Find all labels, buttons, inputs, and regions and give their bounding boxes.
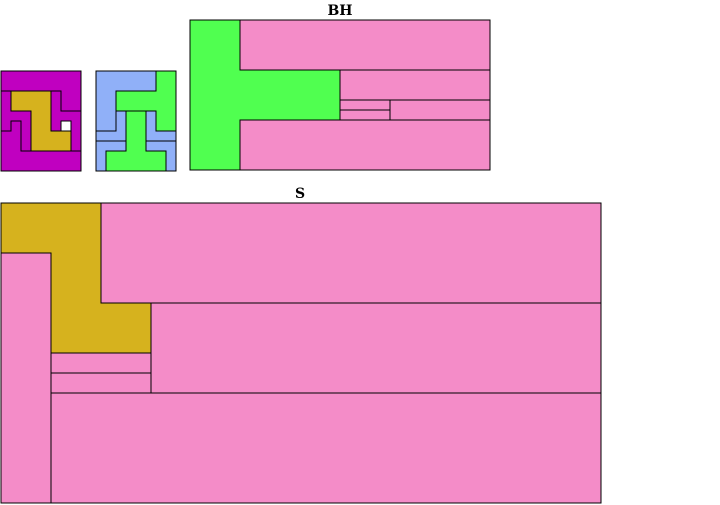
pink-rect: [339, 109, 391, 121]
pink-rect: [50, 392, 602, 504]
pink-rect: [339, 99, 391, 111]
bh-tiling: [189, 19, 491, 171]
magenta-piece-bottom: [0, 120, 82, 172]
magenta-gold-tile: [0, 70, 82, 172]
green-piece-top: [115, 70, 177, 132]
s-tiling: [0, 202, 602, 504]
pink-rect: [100, 202, 602, 304]
pink-rect: [0, 252, 52, 504]
pink-rect: [50, 372, 152, 394]
bh-title: BH: [327, 3, 352, 19]
pink-rect: [239, 19, 491, 71]
pink-rect: [150, 302, 602, 394]
s-title: S: [295, 186, 305, 202]
green-piece-bottom: [105, 110, 167, 172]
pink-rect: [239, 119, 491, 171]
pink-rect: [50, 352, 152, 374]
pink-rect: [389, 99, 491, 121]
pink-rect: [339, 69, 491, 101]
blue-green-tile: [95, 70, 177, 172]
gold-piece: [10, 90, 72, 152]
